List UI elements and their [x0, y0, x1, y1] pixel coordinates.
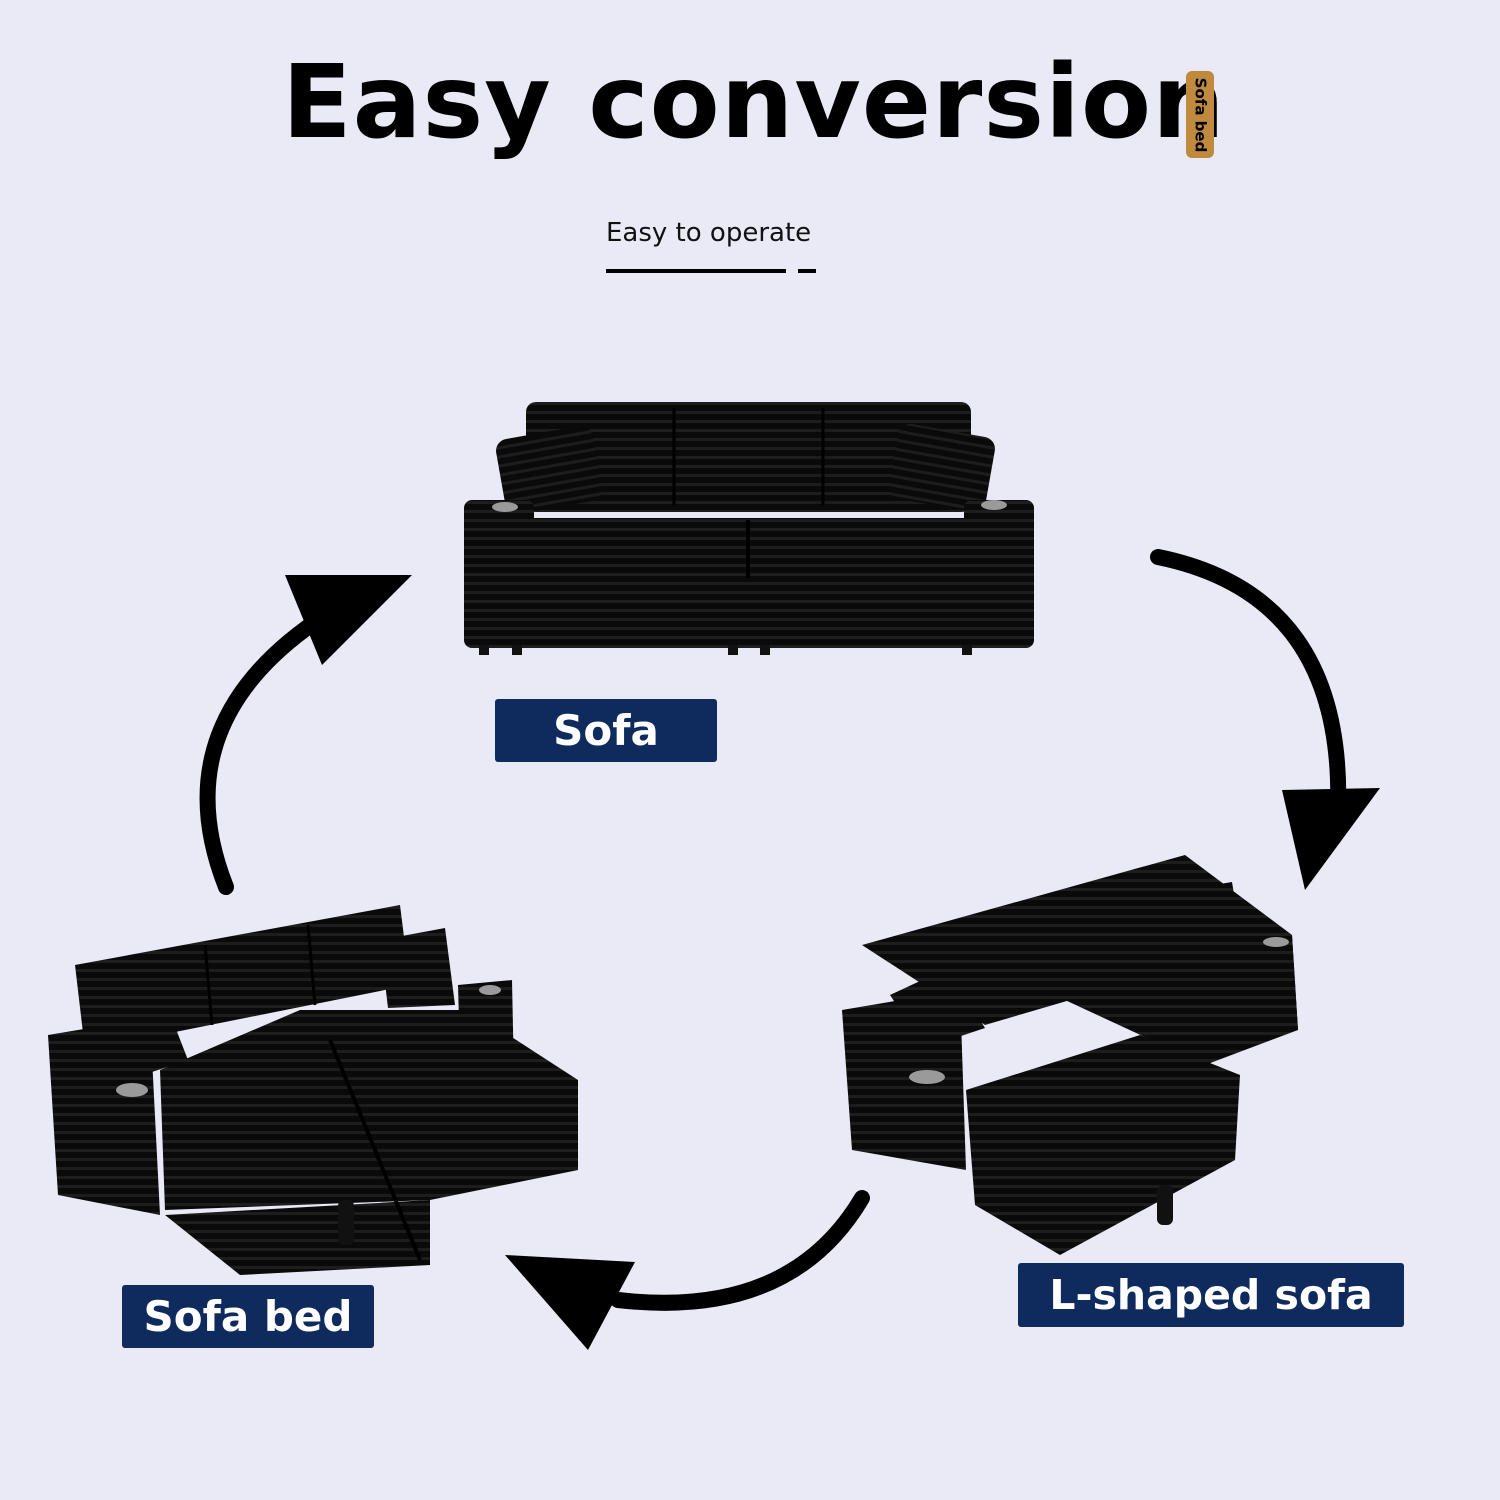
sofa-bed-image: [48, 905, 578, 1275]
sofa-image: [464, 402, 1034, 655]
page-title: Easy conversion: [282, 43, 1226, 162]
product-tag-text: Sofa bed: [1191, 77, 1210, 152]
page-subtitle: Easy to operate: [606, 218, 812, 248]
l-shaped-sofa-image: [842, 855, 1298, 1255]
subtitle-underline-dash: [798, 269, 816, 273]
sofa-label: Sofa: [495, 699, 717, 762]
product-tag-badge: Sofa bed: [1186, 71, 1214, 158]
sofa-bed-label: Sofa bed: [122, 1285, 374, 1348]
l-shaped-sofa-label: L-shaped sofa: [1018, 1263, 1404, 1327]
arrow-sofa-bed-to-sofa-icon: [199, 575, 412, 895]
subtitle-underline: [606, 269, 786, 273]
arrow-l-shape-to-sofa-bed-icon: [505, 1190, 870, 1350]
arrow-sofa-to-l-shape-icon: [1150, 549, 1380, 890]
